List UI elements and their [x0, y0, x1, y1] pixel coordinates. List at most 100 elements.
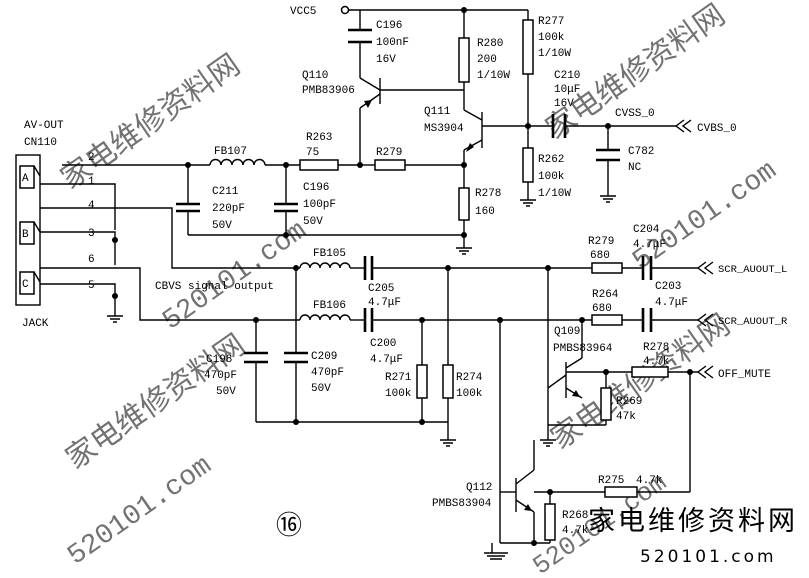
r278-top-ref: R278: [475, 188, 501, 200]
c198-value: 470pF: [204, 370, 237, 382]
pin-5-label: 5: [88, 280, 95, 292]
junction-dots: [112, 7, 693, 546]
connector-kind: JACK: [22, 318, 49, 330]
r264-ref: R264: [592, 289, 619, 301]
r278-bot-value: 4.7k: [643, 356, 670, 368]
c200-value: 4.7μF: [370, 354, 403, 366]
r262-value: 100k: [538, 171, 565, 183]
r279-bot-ref: R279: [588, 236, 614, 248]
r280-rating: 1/10W: [477, 70, 510, 82]
r269-value: 47k: [616, 411, 636, 423]
off-mute-label: OFF_MUTE: [718, 369, 771, 381]
c196-mid-ref: C196: [303, 182, 329, 194]
c198-rating: 50V: [216, 386, 236, 398]
c205-ref: C205: [368, 283, 394, 295]
c211-value: 220pF: [212, 203, 245, 215]
watermark-brand-lower-left: 家电维修资料网: [60, 328, 253, 478]
cbvs-note: CBVS signal output: [155, 281, 274, 293]
c196-mid-value: 100pF: [303, 199, 336, 211]
r277-ref: R277: [538, 16, 564, 28]
cvbs-label: CVBS_0: [697, 123, 737, 135]
c200-ref: C200: [370, 338, 396, 350]
r275-value: 4.7k: [636, 475, 663, 487]
jack-b-label: B: [22, 229, 29, 241]
r262-rating: 1/10W: [538, 188, 571, 200]
jack-a-label: A: [22, 173, 29, 185]
r263-value: 75: [306, 147, 319, 159]
c209-ref: C209: [311, 351, 337, 363]
vcc-terminal: [340, 5, 350, 15]
pin-4-label: 4: [88, 200, 95, 212]
vcc-label: VCC5: [290, 6, 316, 18]
circled-number: ⑯: [276, 511, 302, 541]
fb105-ref: FB105: [313, 248, 346, 260]
c211-rating: 50V: [212, 220, 232, 232]
transistor-arrows: [364, 100, 580, 511]
q110-ref: Q110: [302, 70, 328, 82]
fb107-ref: FB107: [214, 146, 247, 158]
c210-rating: 16V: [554, 98, 574, 110]
c210-ref: C210: [554, 70, 580, 82]
labels: VCC5 C196 100nF 16V R280 200 1/10W R277 …: [22, 6, 788, 537]
c209-rating: 50V: [311, 383, 331, 395]
watermark-domain-center: 520101.com: [157, 216, 312, 338]
pin-2-label: 2: [88, 152, 95, 164]
pin-6-label: 6: [88, 254, 95, 266]
cvss-label: CVSS_0: [615, 108, 655, 120]
connector-ref: CN110: [24, 137, 57, 149]
r269-ref: R269: [616, 396, 642, 408]
r263-ref: R263: [306, 132, 332, 144]
r278-bot-ref: R278: [643, 342, 669, 354]
c196-top-value: 100nF: [376, 37, 409, 49]
c204-value: 4.7μF: [633, 239, 666, 251]
r277-rating: 1/10W: [538, 48, 571, 60]
r274-ref: R274: [456, 372, 483, 384]
r271-ref: R271: [385, 372, 412, 384]
c210-value: 10μF: [554, 84, 580, 96]
c203-ref: C203: [655, 281, 681, 293]
c196-top-ref: C196: [376, 20, 402, 32]
r279-bot-value: 680: [590, 250, 610, 262]
pin-3-label: 3: [88, 228, 95, 240]
c198-ref: C198: [206, 354, 232, 366]
c782-value: NC: [628, 162, 642, 174]
r280-value: 200: [477, 54, 497, 66]
q110-part: PMB83906: [302, 85, 355, 97]
pin-1-label: 1: [88, 176, 95, 188]
c209-value: 470pF: [311, 367, 344, 379]
c196-mid-rating: 50V: [303, 216, 323, 228]
r271-value: 100k: [385, 388, 412, 400]
r277-value: 100k: [538, 32, 565, 44]
fb106-ref: FB106: [313, 300, 346, 312]
footer-domain-text: 520101.com: [640, 547, 777, 567]
c204-ref: C204: [633, 224, 660, 236]
r264-value: 680: [592, 303, 612, 315]
r280-ref: R280: [477, 38, 503, 50]
r268-value: 4.7k: [562, 525, 589, 537]
signal-terminals: [674, 119, 714, 379]
q112-ref: Q112: [466, 482, 492, 494]
q111-part: MS3904: [424, 123, 464, 135]
connector-title: AV-OUT: [24, 120, 64, 132]
r274-value: 100k: [456, 388, 483, 400]
c203-value: 4.7μF: [655, 297, 688, 309]
c782-ref: C782: [628, 146, 654, 158]
ferrite-beads: [209, 158, 351, 321]
scr-l-label: SCR_AUOUT_L: [718, 264, 787, 276]
ground-symbols: [107, 195, 616, 560]
q111-ref: Q111: [424, 106, 451, 118]
q112-part: PMBS83904: [432, 498, 492, 510]
watermark-brand-left: 家电维修资料网: [55, 48, 248, 198]
c196-top-rating: 16V: [376, 54, 396, 66]
wires: [40, 9, 698, 544]
r278-top-value: 160: [475, 206, 495, 218]
jack-c-label: C: [22, 279, 29, 291]
c211-ref: C211: [212, 186, 239, 198]
r279-top-ref: R279: [376, 147, 402, 159]
c205-value: 4.7μF: [368, 297, 401, 309]
footer-brand-text: 家电维修资料网: [588, 506, 798, 537]
q109-part: PMBS83964: [553, 343, 613, 355]
footer-brand: 家电维修资料网 520101.com: [588, 506, 798, 567]
connector-cn110: A B C: [15, 154, 41, 306]
